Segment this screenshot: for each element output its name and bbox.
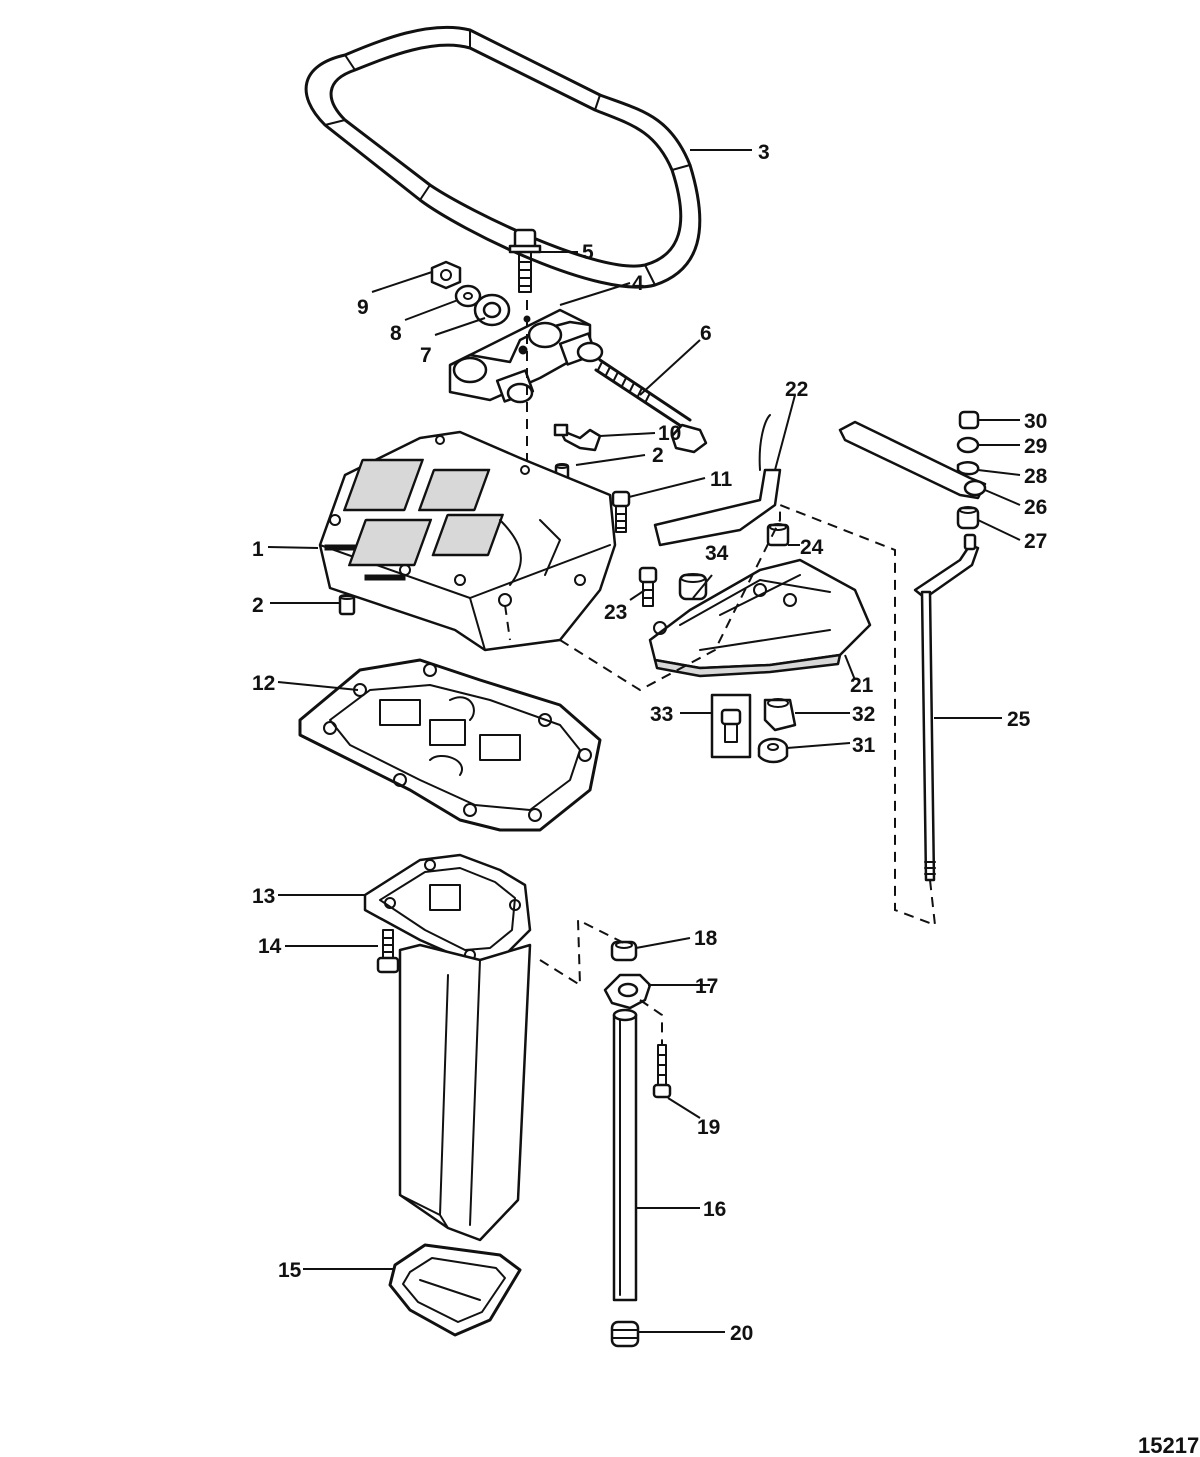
part-26-link-arm <box>838 420 987 500</box>
callout-20: 20 <box>730 1322 753 1345</box>
part-28-clip <box>956 461 980 476</box>
callout-9: 9 <box>357 296 369 319</box>
callout-1: 1 <box>252 538 264 561</box>
callout-2a: 2 <box>652 444 664 467</box>
part-10-elbow-fitting <box>553 423 602 452</box>
callout-21: 21 <box>850 674 874 697</box>
callout-25: 25 <box>1007 708 1031 731</box>
part-27-bushing <box>956 506 980 530</box>
part-13-housing <box>363 853 532 964</box>
part-14-bolt <box>376 929 400 974</box>
part-23-bolt <box>638 566 658 607</box>
callout-32: 32 <box>852 703 875 726</box>
callout-23: 23 <box>604 601 627 624</box>
driveshaft-housing-body <box>398 943 532 1242</box>
figure-number: 15217 <box>1138 1433 1199 1457</box>
part-8-washer <box>454 284 482 308</box>
callout-27: 27 <box>1024 530 1047 553</box>
part-21-cover <box>648 558 872 678</box>
part-5-bolt <box>508 228 542 293</box>
callout-16: 16 <box>703 1198 726 1221</box>
part-11-bolt <box>611 490 631 533</box>
part-22-rail <box>653 414 782 547</box>
callout-10: 10 <box>658 422 681 445</box>
part-3-cowl-seal <box>304 25 702 289</box>
callout-7: 7 <box>420 344 432 367</box>
callout-11: 11 <box>710 468 733 491</box>
callout-28: 28 <box>1024 465 1048 488</box>
part-34-cap <box>678 573 708 601</box>
part-33-fastener <box>710 693 752 759</box>
callout-29: 29 <box>1024 435 1047 458</box>
part-1-adaptor-plate <box>318 430 617 652</box>
part-18-grommet <box>610 940 638 962</box>
callout-6: 6 <box>700 322 712 345</box>
callout-33: 33 <box>650 703 673 726</box>
callout-19: 19 <box>697 1116 720 1139</box>
part-30-nut <box>958 410 980 430</box>
callout-17: 17 <box>695 975 718 998</box>
part-25-shift-rod <box>913 533 980 882</box>
callout-26: 26 <box>1024 496 1047 519</box>
callout-15: 15 <box>278 1259 302 1282</box>
callout-8: 8 <box>390 322 402 345</box>
callout-34: 34 <box>705 542 729 565</box>
part-2-pin-lower <box>338 594 356 616</box>
part-16-tube <box>612 1008 638 1302</box>
callout-labels: 1 2 2 3 4 5 6 7 8 9 10 11 12 13 14 15 16… <box>252 141 1048 1345</box>
part-24-bushing <box>766 523 790 547</box>
callout-30: 30 <box>1024 410 1047 433</box>
part-32-cam <box>763 698 797 732</box>
callout-3: 3 <box>758 141 770 164</box>
part-20-grommet <box>610 1320 640 1348</box>
callout-22: 22 <box>785 378 808 401</box>
part-12-gasket <box>298 658 602 832</box>
part-17-clamp <box>603 973 652 1010</box>
callout-14: 14 <box>258 935 282 958</box>
part-31-washer <box>757 737 789 764</box>
part-15-seal <box>388 1243 522 1337</box>
callout-leaders <box>267 149 1021 1333</box>
callout-2b: 2 <box>252 594 264 617</box>
part-19-screw <box>652 1044 672 1099</box>
callout-24: 24 <box>800 536 824 559</box>
part-4-bracket <box>448 308 604 404</box>
callout-5: 5 <box>582 241 594 264</box>
callout-13: 13 <box>252 885 275 908</box>
part-29-washer <box>956 436 980 454</box>
part-6-long-bolt <box>594 358 708 454</box>
callout-4: 4 <box>632 272 644 295</box>
alignment-lines <box>504 300 937 1045</box>
callout-31: 31 <box>852 734 876 757</box>
callout-12: 12 <box>252 672 275 695</box>
part-9-nut <box>430 260 462 290</box>
callout-18: 18 <box>694 927 718 950</box>
